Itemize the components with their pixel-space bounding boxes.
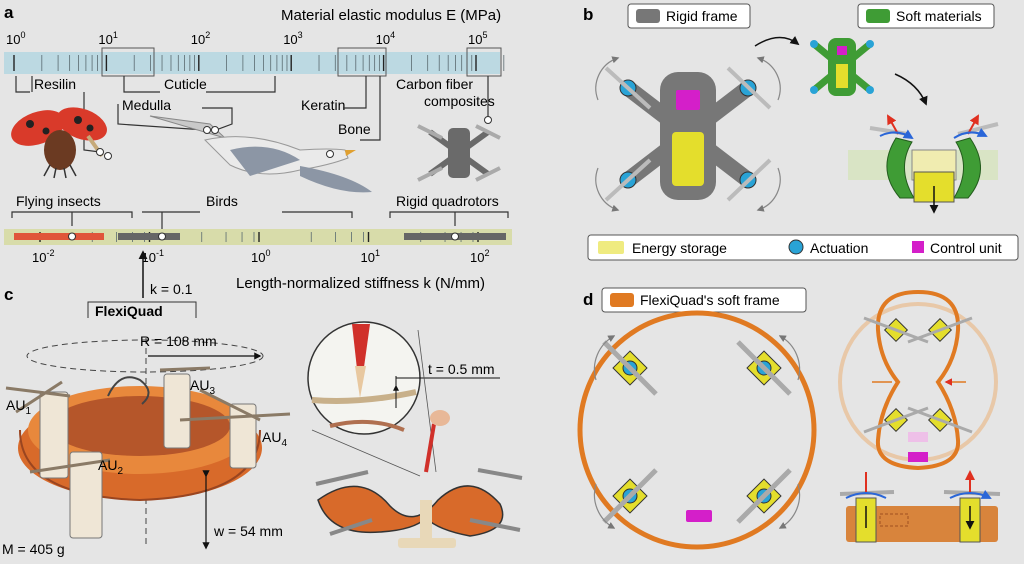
tick-stiffTicks-4: 102: [470, 248, 489, 265]
material-medulla: Medulla: [122, 97, 171, 113]
quadrotors-point: [451, 232, 459, 241]
soft-frame-side-view: [839, 472, 1001, 543]
tick-modTicks-4: 104: [376, 30, 395, 47]
tick-base: 10: [6, 32, 20, 47]
soft-frame-swatch: [610, 293, 634, 307]
insects-range: [14, 233, 104, 240]
tick-stiffTicks-2: 100: [251, 248, 270, 265]
tick-modTicks-3: 103: [283, 30, 302, 47]
soft-arm-drone-side: [848, 114, 999, 214]
soft-material-drone: [810, 38, 874, 96]
soft-materials-box: [857, 3, 995, 29]
modulus-tick-labels: 100 101 102 103 104 105: [6, 30, 487, 47]
au1-base: AU: [6, 397, 25, 413]
cuticle-range-box: [101, 47, 155, 77]
tick-base: 10: [468, 32, 482, 47]
tick-modTicks-5: 105: [468, 30, 487, 47]
group-rigid-quadrotors: Rigid quadrotors: [396, 193, 499, 209]
tick-base: 10: [251, 250, 265, 265]
actuation-unit-labels: AU1 AU2 AU3 AU4: [6, 377, 287, 477]
au4-sub: 4: [281, 438, 287, 449]
tick-stiffTicks-0: 10-2: [32, 248, 54, 265]
tick-base: 10: [470, 250, 484, 265]
tick-stiffTicks-3: 101: [361, 248, 380, 265]
radius-label: R = 108 mm: [140, 333, 217, 349]
mass-label: M = 405 g: [2, 541, 65, 557]
group-flying-insects: Flying insects: [16, 193, 101, 209]
panel-label-a: a: [4, 3, 14, 22]
tick-base: 10: [32, 250, 46, 265]
tick-base: 10: [376, 32, 390, 47]
stiffness-axis-title: Length-normalized stiffness k (N/mm): [236, 275, 485, 292]
group-brackets: [11, 211, 509, 236]
panel-label-b: b: [583, 5, 593, 24]
ladybug-illustration: [11, 107, 112, 179]
tick-modTicks-2: 102: [191, 30, 210, 47]
material-keratin: Keratin: [301, 97, 345, 113]
au2-base: AU: [98, 457, 117, 473]
tick-modTicks-1: 101: [98, 30, 117, 47]
tick-base: 10: [191, 32, 205, 47]
carbon-range-box: [466, 47, 502, 77]
modulus-axis-title: Material elastic modulus E (MPa): [281, 7, 501, 24]
pencil-test-photo: [307, 321, 523, 548]
panel-label-c: c: [4, 285, 13, 304]
rigid-frame-label: Rigid frame: [666, 8, 738, 24]
legend-actuation-swatch: [788, 239, 804, 255]
material-carbon-1: Carbon fiber: [396, 76, 473, 92]
legend-energy-swatch: [598, 241, 624, 254]
svg-text:AU3: AU3: [190, 377, 215, 397]
rigid-frame-drone: [595, 56, 781, 212]
au3-base: AU: [190, 377, 209, 393]
transition-arrow-1: [754, 36, 800, 47]
modulus-bar-lines: [13, 55, 505, 71]
radius-circle: [26, 339, 264, 373]
flexiquad-bracket: [87, 301, 197, 318]
width-label: w = 54 mm: [213, 523, 283, 539]
soft-ring-drone-top: [577, 310, 817, 550]
flexiquad-ring-photo: [5, 366, 291, 539]
rigid-quadrotor-illustration: [417, 116, 501, 182]
modulus-bar: [4, 52, 500, 74]
thickness-label: t = 0.5 mm: [428, 361, 495, 377]
insects-point: [68, 232, 76, 241]
au1-sub: 1: [25, 406, 31, 417]
rigid-frame-swatch: [636, 9, 660, 23]
tick-modTicks-0: 100: [6, 30, 25, 47]
keratin-range-box: [337, 47, 387, 77]
material-carbon-2: composites: [424, 93, 495, 109]
tick-base: 10: [283, 32, 297, 47]
tick-stiffTicks-1: 10-1: [142, 248, 164, 265]
au3-sub: 3: [209, 386, 215, 397]
soft-materials-swatch: [866, 9, 890, 23]
transition-arrow-2: [894, 73, 928, 106]
tick-base: 10: [98, 32, 112, 47]
au4-base: AU: [262, 429, 281, 445]
legend-control-unit: Control unit: [930, 240, 1002, 256]
legend-control-swatch: [912, 241, 924, 253]
svg-text:AU4: AU4: [262, 429, 287, 449]
legend-energy-storage: Energy storage: [632, 240, 727, 256]
flexiquad-marker-value: k = 0.1: [150, 281, 193, 297]
svg-text:AU2: AU2: [98, 457, 123, 477]
group-birds: Birds: [206, 193, 238, 209]
legend-actuation: Actuation: [810, 240, 868, 256]
material-resilin: Resilin: [34, 76, 76, 92]
stiffness-tick-labels: 10-2 10-1 100 101 102: [32, 248, 489, 265]
soft-ring-drone-folded: [838, 289, 998, 471]
soft-materials-label: Soft materials: [896, 8, 982, 24]
birds-point: [158, 232, 166, 241]
material-bone: Bone: [338, 121, 371, 137]
material-cuticle: Cuticle: [164, 76, 207, 92]
soft-frame-label: FlexiQuad's soft frame: [640, 292, 780, 308]
birds-range: [118, 233, 180, 240]
svg-text:AU1: AU1: [6, 397, 31, 417]
au2-sub: 2: [117, 466, 123, 477]
seagull-illustration: [149, 115, 372, 193]
flexiquad-marker-name: FlexiQuad: [95, 303, 163, 319]
panel-label-d: d: [583, 290, 593, 309]
tick-base: 10: [361, 250, 375, 265]
